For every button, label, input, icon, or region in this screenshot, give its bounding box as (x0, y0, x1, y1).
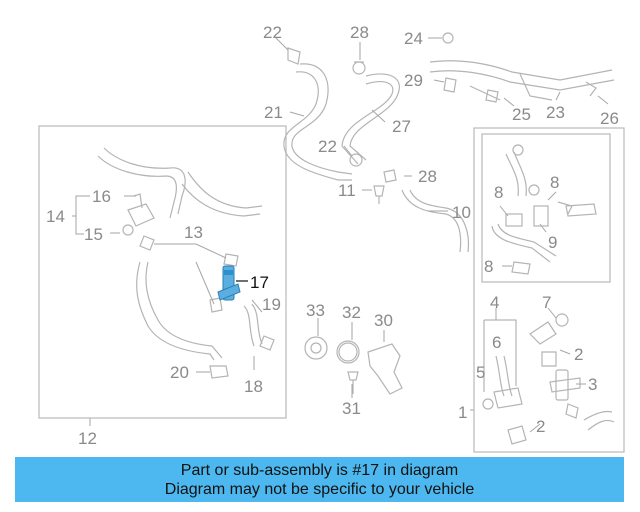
callout-16: 16 (92, 187, 111, 206)
callout-27: 27 (392, 117, 411, 136)
callout-3: 3 (588, 375, 597, 394)
callout-8-b: 8 (550, 173, 559, 192)
clip-24 (442, 32, 454, 44)
callout-15: 15 (84, 225, 103, 244)
callout-18: 18 (244, 377, 263, 396)
leader-lines (72, 37, 609, 433)
bolt-26 (585, 81, 597, 97)
callout-22-mid: 22 (318, 137, 337, 156)
part-30-housing (367, 343, 403, 395)
hose-10 (401, 189, 470, 253)
hose-lower-left (136, 261, 223, 361)
part-31-bolt (347, 371, 359, 394)
callout-17: 17 (250, 273, 269, 292)
clamp-22-mid (349, 153, 363, 167)
info-banner: Part or sub-assembly is #17 in diagram D… (15, 457, 624, 502)
part-9-assembly (491, 184, 597, 275)
callout-21: 21 (264, 103, 283, 122)
callout-31: 31 (342, 399, 361, 418)
callout-11: 11 (338, 181, 356, 200)
banner-line-2: Diagram may not be specific to your vehi… (164, 480, 475, 498)
callout-28-mid: 28 (418, 167, 437, 186)
parts-diagram: 22 28 24 29 25 23 26 21 27 22 28 11 10 1… (38, 23, 625, 453)
callout-5: 5 (476, 363, 485, 382)
callout-2-b: 2 (536, 417, 545, 436)
callout-8-c: 8 (484, 257, 493, 276)
part-3-connector (549, 369, 581, 401)
callout-1: 1 (458, 403, 467, 422)
part-4-5-6-hose (482, 355, 523, 410)
part-2-lower-hose (507, 403, 615, 445)
callout-29: 29 (404, 71, 423, 90)
clamp-13-lower (209, 297, 223, 313)
callout-30: 30 (374, 311, 393, 330)
callout-14: 14 (46, 207, 65, 226)
callout-20: 20 (170, 363, 189, 382)
group-box-8-9 (481, 133, 611, 283)
callout-25: 25 (512, 105, 531, 124)
clamp-13-left (139, 235, 155, 251)
bolt-11 (373, 185, 385, 204)
callout-labels: 22 28 24 29 25 23 26 21 27 22 28 11 10 1… (46, 23, 619, 448)
clip-25 (485, 89, 499, 103)
hose-21 (283, 63, 353, 181)
hose-19 (243, 303, 275, 351)
callout-24: 24 (404, 29, 423, 48)
callout-32: 32 (342, 303, 361, 322)
hose-27 (341, 73, 400, 165)
group-box-12 (38, 125, 287, 419)
part-33-thermostat (304, 336, 328, 360)
group-box-1 (473, 127, 625, 453)
callout-26: 26 (600, 109, 619, 128)
callout-28: 28 (350, 23, 369, 42)
banner-line-1: Part or sub-assembly is #17 in diagram (180, 461, 459, 479)
callout-6: 6 (492, 333, 501, 352)
part-7-fitting (529, 313, 569, 367)
clamp-22-top (287, 47, 301, 65)
callout-7: 7 (542, 293, 551, 312)
callout-10: 10 (452, 203, 471, 222)
clamp-13-right (223, 253, 239, 267)
callout-4: 4 (490, 293, 499, 312)
clamp-28-top (352, 61, 366, 75)
hose-upper-left (97, 147, 263, 219)
callout-22: 22 (263, 23, 282, 42)
fitting-28-mid (383, 169, 397, 183)
connector-14-16 (122, 193, 155, 236)
part-17-connector (217, 265, 241, 301)
hose-inner-upper (505, 144, 527, 197)
pipe-23-26 (429, 60, 615, 101)
callout-12: 12 (78, 429, 97, 448)
callout-9: 9 (548, 233, 557, 252)
callout-8-a: 8 (494, 183, 503, 202)
clip-29 (443, 77, 457, 93)
callout-33: 33 (306, 301, 325, 320)
callout-23: 23 (546, 103, 565, 122)
part-32-oring (336, 340, 360, 364)
callout-19: 19 (262, 295, 281, 314)
callout-13: 13 (184, 223, 203, 242)
callout-2-a: 2 (574, 345, 583, 364)
bolt-20 (209, 365, 229, 379)
